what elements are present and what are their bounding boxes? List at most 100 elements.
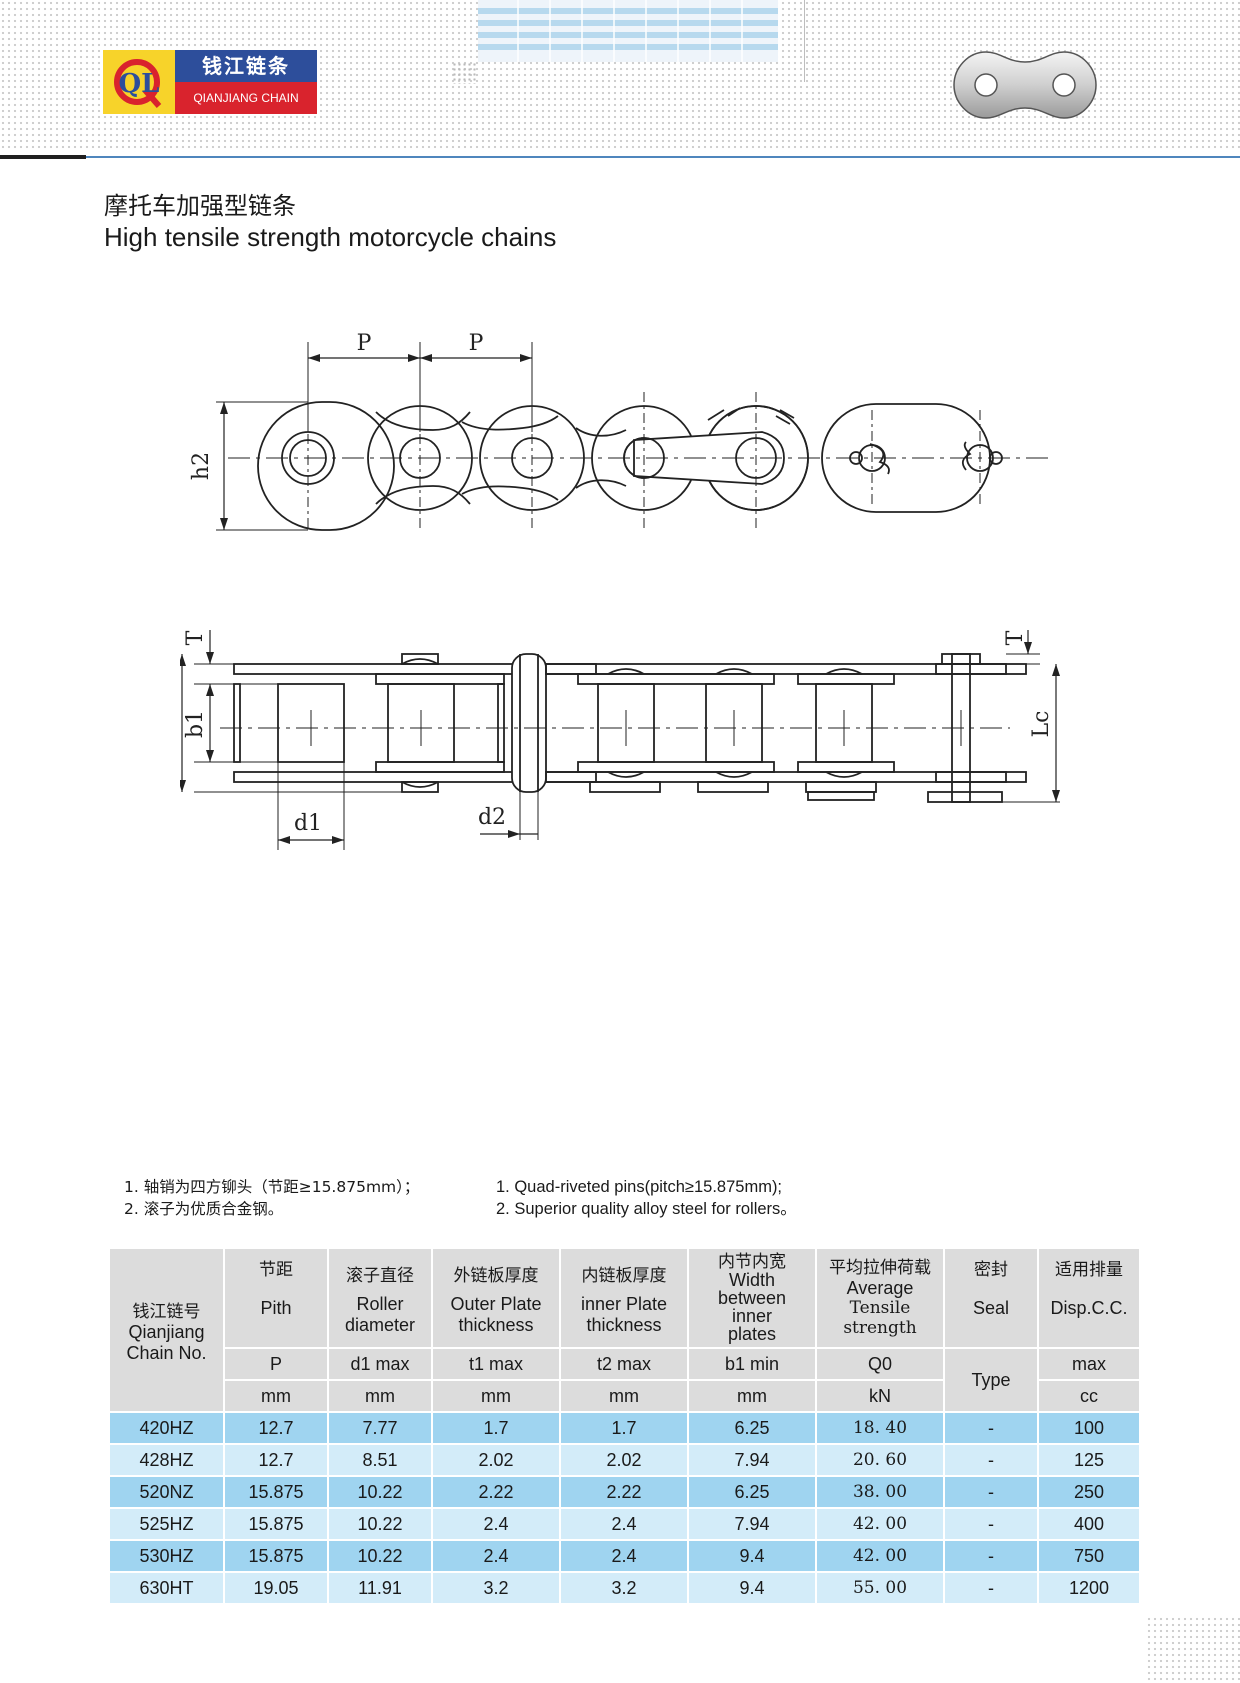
table-cell: 7.77: [329, 1413, 431, 1443]
table-cell: 18. 40: [817, 1413, 943, 1443]
table-cell: 100: [1039, 1413, 1139, 1443]
notes-cn: 1. 轴销为四方铆头（节距≥15.875mm）； 2. 滚子为优质合金钢。: [124, 1176, 419, 1220]
table-cell: 38. 00: [817, 1477, 943, 1507]
note-en-2: 2. Superior quality alloy steel for roll…: [496, 1200, 797, 1218]
unit-cc: cc: [1039, 1381, 1139, 1411]
table-cell: 42. 00: [817, 1541, 943, 1571]
table-cell: 20. 60: [817, 1445, 943, 1475]
unit-p: mm: [225, 1381, 327, 1411]
header-tensile-strength: 平均拉伸荷载 Average Tensile strength: [817, 1249, 943, 1347]
label-p1: P: [357, 331, 372, 356]
spec-table: 钱江链号 Qianjiang Chain No. 节距 Pith 滚子直径 Ro…: [108, 1247, 1141, 1605]
symbol-t2: t2 max: [561, 1349, 687, 1379]
symbol-p: P: [225, 1349, 327, 1379]
unit-t2: mm: [561, 1381, 687, 1411]
table-cell: 9.4: [689, 1541, 815, 1571]
table-cell: 7.94: [689, 1445, 815, 1475]
table-cell: 125: [1039, 1445, 1139, 1475]
table-cell: 2.22: [433, 1477, 559, 1507]
table-cell: 3.2: [433, 1573, 559, 1603]
table-cell: 1.7: [433, 1413, 559, 1443]
label-h2: h2: [189, 452, 214, 480]
label-d1: d1: [294, 811, 322, 836]
chain-number-cell: 520NZ: [110, 1477, 223, 1507]
header-seal: 密封 Seal: [945, 1249, 1037, 1347]
table-cell: 2.4: [561, 1509, 687, 1539]
table-cell: 55. 00: [817, 1573, 943, 1603]
note-en-1: 1. Quad-riveted pins(pitch≥15.875mm);: [496, 1178, 783, 1196]
header-rule-blue: [86, 156, 1240, 158]
symbol-d1: d1 max: [329, 1349, 431, 1379]
label-t-left: T: [183, 630, 208, 645]
header-pitch: 节距 Pith: [225, 1249, 327, 1347]
table-cell: 15.875: [225, 1509, 327, 1539]
table-cell: 6.25: [689, 1477, 815, 1507]
table-cell: 2.02: [433, 1445, 559, 1475]
label-t-right: T: [1003, 630, 1028, 645]
header-roller-diameter: 滚子直径 Roller diameter: [329, 1249, 431, 1347]
table-cell: -: [945, 1509, 1037, 1539]
symbol-max: max: [1039, 1349, 1139, 1379]
chain-number-cell: 428HZ: [110, 1445, 223, 1475]
brand-name-cn: 钱江链条: [175, 50, 317, 82]
page-title-cn: 摩托车加强型链条: [104, 192, 296, 220]
table-cell: 19.05: [225, 1573, 327, 1603]
table-cell: 750: [1039, 1541, 1139, 1571]
chain-number-cell: 420HZ: [110, 1413, 223, 1443]
notes-en: 1. Quad-riveted pins(pitch≥15.875mm); 2.…: [496, 1176, 797, 1220]
table-cell: 1200: [1039, 1573, 1139, 1603]
table-cell: -: [945, 1477, 1037, 1507]
unit-t1: mm: [433, 1381, 559, 1411]
header-divider: [804, 0, 805, 82]
label-p2: P: [469, 331, 484, 356]
table-cell: -: [945, 1573, 1037, 1603]
table-cell: 1.7: [561, 1413, 687, 1443]
label-d2: d2: [478, 805, 506, 830]
table-cell: 12.7: [225, 1445, 327, 1475]
table-cell: 9.4: [689, 1573, 815, 1603]
header-displacement: 适用排量 Disp.C.C.: [1039, 1249, 1139, 1347]
unit-b1: mm: [689, 1381, 815, 1411]
table-cell: 3.2: [561, 1573, 687, 1603]
chain-number-cell: 525HZ: [110, 1509, 223, 1539]
logo-letters: QL: [119, 69, 160, 99]
label-b1: b1: [183, 710, 208, 738]
symbol-q0: Q0: [817, 1349, 943, 1379]
header-rule-dark: [0, 155, 86, 159]
symbol-b1: b1 min: [689, 1349, 815, 1379]
logo-mark: QL: [103, 50, 175, 114]
table-cell: 250: [1039, 1477, 1139, 1507]
table-cell: 10.22: [329, 1541, 431, 1571]
chain-technical-drawing: P P h2 T b1 T Lc d1 d2: [180, 331, 1060, 850]
chain-plate-icon: [953, 51, 1097, 119]
table-cell: 2.4: [433, 1541, 559, 1571]
table-cell: 42. 00: [817, 1509, 943, 1539]
logo-wordmark: 钱江链条 QIANJIANG CHAIN: [175, 50, 317, 114]
brand-logo: QL 钱江链条 QIANJIANG CHAIN: [103, 50, 317, 114]
page-title-en: High tensile strength motorcycle chains: [104, 222, 557, 252]
table-cell: 7.94: [689, 1509, 815, 1539]
brand-name-en: QIANJIANG CHAIN: [175, 82, 317, 114]
table-cell: -: [945, 1445, 1037, 1475]
chain-number-cell: 530HZ: [110, 1541, 223, 1571]
table-cell: 8.51: [329, 1445, 431, 1475]
table-cell: 10.22: [329, 1509, 431, 1539]
table-cell: -: [945, 1541, 1037, 1571]
table-cell: -: [945, 1413, 1037, 1443]
table-cell: 12.7: [225, 1413, 327, 1443]
symbol-type: Type: [945, 1349, 1037, 1411]
table-cell: 15.875: [225, 1477, 327, 1507]
side-view: [216, 342, 1048, 531]
label-lc: Lc: [1029, 711, 1054, 738]
page-header: QL 钱江链条 QIANJIANG CHAIN: [0, 0, 1240, 160]
table-cell: 15.875: [225, 1541, 327, 1571]
table-cell: 6.25: [689, 1413, 815, 1443]
table-cell: 10.22: [329, 1477, 431, 1507]
table-cell: 2.22: [561, 1477, 687, 1507]
